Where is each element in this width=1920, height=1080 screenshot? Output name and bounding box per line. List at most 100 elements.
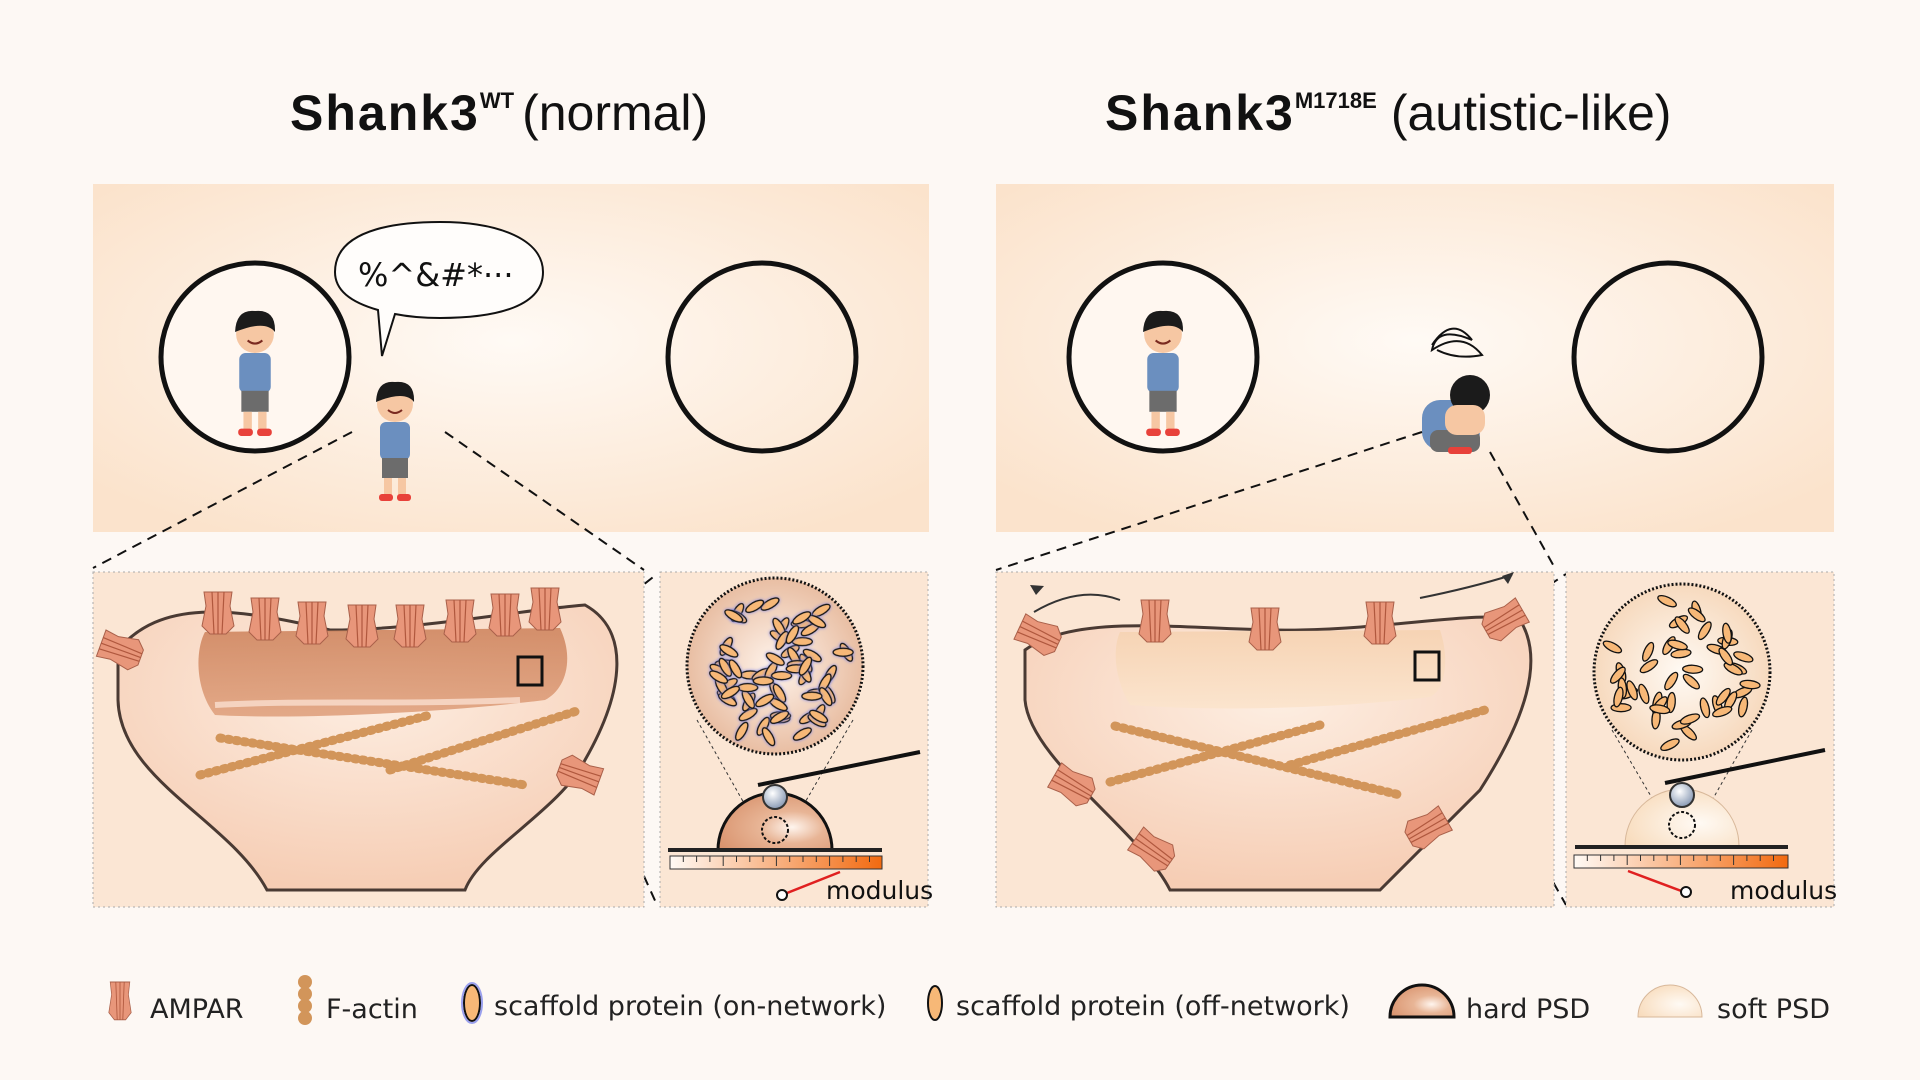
afm-tip [762, 784, 788, 810]
legend-label: hard PSD [1466, 994, 1590, 1025]
scaffold-protein [1602, 640, 1623, 654]
empty-circle [665, 260, 859, 454]
scaffold-protein [1638, 683, 1650, 705]
scaffold-protein [761, 727, 776, 747]
scaffold-protein [1664, 671, 1679, 691]
scaffold-protein [792, 611, 812, 625]
scribble-icon [1430, 327, 1484, 358]
scaffold-protein [1657, 594, 1677, 608]
scaffold-protein [809, 709, 829, 724]
scaffold-protein [745, 599, 765, 614]
hard-psd-icon [1388, 983, 1456, 1019]
scaffold-protein [728, 659, 743, 679]
scaffold-protein [1613, 686, 1624, 708]
scaffold-protein [1722, 622, 1732, 644]
scaffold-protein [1715, 687, 1731, 706]
scaffold-protein [770, 671, 793, 681]
scaffold-protein [1674, 616, 1690, 634]
scaffold-protein [791, 636, 813, 647]
soft-psd-icon [1637, 984, 1703, 1018]
title-wt: Shank3WT(normal) [290, 85, 708, 141]
scaffold-protein [775, 630, 789, 650]
scaffold-protein [1737, 696, 1749, 718]
inset-wt: modulus [659, 571, 933, 908]
f-actin [195, 705, 585, 790]
f-actin [1105, 705, 1490, 800]
cantilever [1664, 748, 1826, 785]
scaffold-network [709, 597, 854, 747]
soft-psd [1115, 630, 1446, 709]
scaffold-protein [785, 625, 800, 645]
modulus-pointer [781, 870, 841, 897]
scaffold-protein [769, 710, 790, 724]
scaffold-protein [718, 657, 733, 677]
scaffold-protein [801, 691, 823, 701]
synapse-mutant [995, 571, 1555, 908]
scaffold-protein [832, 647, 854, 657]
scaffold-on-network-icon [463, 984, 481, 1022]
scaffold-protein [720, 685, 740, 700]
legend-item-soft-psd: soft PSD [1637, 984, 1830, 1025]
title-mutant: Shank3M1718E(autistic-like) [1105, 85, 1671, 141]
scaffold-protein [765, 652, 785, 666]
afm-tip [1669, 782, 1695, 808]
legend-item-scaffold-off: scaffold protein (off-network) [927, 985, 1350, 1022]
scaffold-protein [709, 670, 729, 684]
scaffold-scattered [1602, 594, 1761, 752]
f-actin-icon [298, 975, 312, 1025]
scaffold-protein [1687, 607, 1706, 623]
scaffold-protein [1733, 651, 1754, 663]
scaffold-protein [1660, 738, 1680, 752]
scene-wt: %^&#*··· [93, 184, 929, 532]
scaffold-protein [1682, 673, 1700, 690]
scaffold-protein [735, 721, 749, 741]
scaffold-protein [1649, 704, 1671, 715]
scaffold-protein [1642, 641, 1655, 662]
legend-item-ampar: AMPAR [108, 981, 244, 1025]
inset-mutant: modulus [1565, 571, 1837, 908]
scaffold-protein [1639, 659, 1659, 674]
empty-circle [1571, 260, 1765, 454]
modulus-label: modulus [826, 876, 933, 905]
scaffold-protein [724, 609, 744, 623]
synapse-wt [92, 571, 645, 908]
scaffold-protein [772, 683, 787, 703]
legend-item-scaffold-on: scaffold protein (on-network) [461, 982, 886, 1024]
modulus-label: modulus [1730, 876, 1837, 905]
scaffold-protein [798, 656, 813, 676]
scaffold-protein [752, 676, 774, 686]
scaffold-protein [755, 693, 775, 708]
scene-mutant [996, 184, 1834, 532]
legend-label: scaffold protein (off-network) [956, 991, 1350, 1022]
scaffold-protein [819, 687, 833, 707]
scaffold-protein [1739, 679, 1761, 690]
scaffold-protein [1718, 647, 1734, 666]
scaffold-protein [1666, 691, 1676, 714]
speech-bubble-text: %^&#*··· [358, 256, 514, 294]
scaffold-protein [1723, 662, 1743, 676]
ampar-icon [108, 981, 132, 1021]
legend-label: AMPAR [150, 994, 244, 1025]
modulus-pointer [1627, 869, 1685, 894]
modulus-scale [1573, 854, 1789, 869]
scaffold-protein [719, 644, 739, 658]
scaffold-protein [792, 727, 812, 741]
scaffold-protein [1679, 713, 1701, 725]
zoom-box [516, 655, 544, 687]
scaffold-protein [1626, 680, 1638, 701]
hard-psd [198, 628, 568, 717]
cantilever [757, 750, 921, 787]
scaffold-protein [1697, 621, 1712, 641]
legend-label: scaffold protein (on-network) [494, 991, 886, 1022]
scaffold-protein [1712, 705, 1733, 718]
scaffold-protein [1609, 666, 1626, 684]
sad-kid [1422, 327, 1490, 454]
scaffold-off-network-icon [927, 985, 943, 1021]
scaffold-protein [1699, 697, 1711, 719]
legend-label: soft PSD [1717, 994, 1830, 1025]
scaffold-protein [760, 597, 780, 611]
legend: AMPAR F-actin scaffold protein (on-netwo… [108, 975, 1830, 1025]
scaffold-protein [737, 682, 759, 693]
scaffold-protein [1667, 639, 1688, 651]
